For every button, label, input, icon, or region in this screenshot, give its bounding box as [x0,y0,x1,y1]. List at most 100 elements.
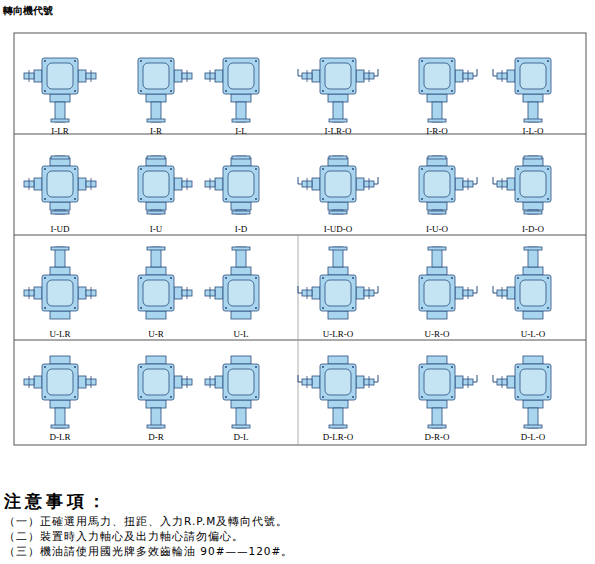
bolt [352,90,354,92]
key-mark [91,178,92,190]
direction-code: U-R [148,329,164,339]
bolt [517,277,519,279]
key-mark [210,376,211,388]
shaft-offset-mark [374,69,378,76]
boss [427,400,447,408]
key-mark [369,70,370,82]
side-boss [78,178,86,190]
gearbox-figure [205,58,259,122]
direction-code: D-LR-O [323,432,354,442]
key-mark [369,178,370,190]
direction-code: I-UD-O [324,224,353,234]
gearbox-housing [320,364,356,400]
gearbox-figure [419,58,477,122]
side-boss [455,287,463,299]
note-line: （一）正確選用馬力、扭距、入力R.P.M及轉向代號。 [4,515,288,529]
housing-cover [424,171,450,197]
shaft-flange [524,119,542,122]
gearbox-figure [138,156,192,214]
housing-cover [424,63,450,89]
key-mark [307,287,308,299]
key-mark [210,70,211,82]
bolt [170,277,172,279]
shaft-flange [428,156,446,159]
side-boss [356,178,364,190]
shaft-flange [147,211,165,214]
housing-cover [520,63,546,89]
bolt [170,168,172,170]
gearbox-figure [138,356,192,428]
bolt [44,90,46,92]
bolt [74,277,76,279]
bolt [225,198,227,200]
bolt [517,90,519,92]
bolt [170,90,172,92]
gearbox-housing [223,275,259,311]
shaft-flange [51,119,69,122]
side-boss [455,376,463,388]
bolt [225,168,227,170]
housing-cover [325,369,351,395]
side-boss [455,70,463,82]
gearbox-housing [138,58,174,94]
gearbox-housing [223,364,259,400]
key-mark [29,178,30,190]
direction-code: I-U [150,224,163,234]
gearbox-housing [419,58,455,94]
bolt [451,90,453,92]
bolt [44,366,46,368]
bolt [322,90,324,92]
shaft-flange [51,247,69,250]
bolt [547,90,549,92]
key-mark [187,287,188,299]
shaft-flange [147,119,165,122]
key-mark [468,178,469,190]
bolt [322,396,324,398]
side-boss [215,376,223,388]
shaft-offset-mark [493,375,497,382]
shaft-offset-mark [374,286,378,293]
key-mark [91,70,92,82]
shaft-flange [524,211,542,214]
boss [523,311,543,319]
side-boss [507,287,515,299]
shaft-offset-mark [473,286,477,293]
bolt [451,366,453,368]
gearbox-housing [419,275,455,311]
row-line [14,134,586,135]
bolt [170,198,172,200]
gearbox-figure [298,247,378,319]
housing-cover [228,369,254,395]
note-line: （三）機油請使用國光牌多效齒輪油 90#——120#。 [4,545,293,559]
bolt [517,60,519,62]
bolt [322,198,324,200]
notes-heading: 注意事項： [4,490,109,513]
bolt [352,60,354,62]
boss [523,267,543,275]
side-boss [78,70,86,82]
bolt [255,307,257,309]
bolt [44,307,46,309]
bolt [170,307,172,309]
side-boss [312,70,320,82]
housing-cover [325,63,351,89]
bolt [451,198,453,200]
bolt [547,60,549,62]
gearbox-figure [298,58,378,122]
bolt [140,396,142,398]
side-boss [312,376,320,388]
bolt [322,60,324,62]
bolt [44,60,46,62]
bolt [421,60,423,62]
bolt [451,396,453,398]
shaft-flange [428,119,446,122]
shaft-offset-mark [298,177,302,184]
direction-code: D-R-O [425,432,450,442]
boss [427,356,447,364]
boss [328,356,348,364]
gearbox-figure [205,247,259,319]
boss [231,94,251,102]
bolt [140,90,142,92]
bolt [322,366,324,368]
direction-code: I-R [150,126,162,136]
